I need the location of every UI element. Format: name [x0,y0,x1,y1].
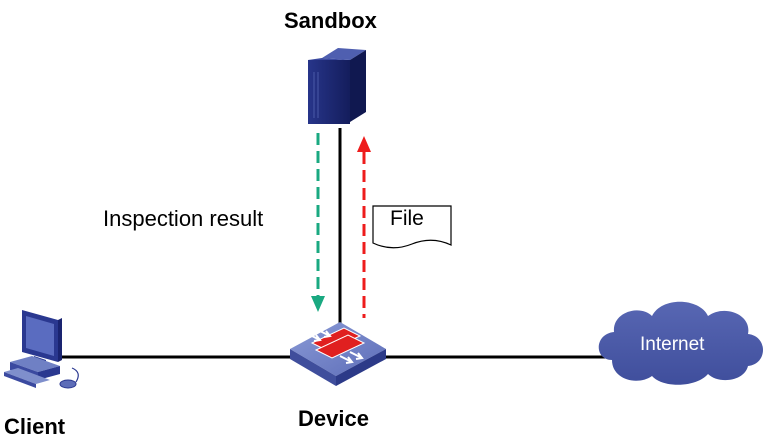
file-label: File [390,207,424,230]
pc-icon [4,310,79,389]
file-arrow [357,136,371,318]
firewall-device-icon [290,322,386,386]
file-document-icon [372,205,452,249]
internet-label: Internet [640,334,705,355]
inspection-result-arrow [311,133,325,312]
server-icon [308,48,366,124]
cloud-icon [598,301,763,385]
client-label: Client [4,414,66,439]
device-label: Device [298,406,369,431]
sandbox-label: Sandbox [284,8,377,33]
inspection-result-label: Inspection result [103,206,264,231]
